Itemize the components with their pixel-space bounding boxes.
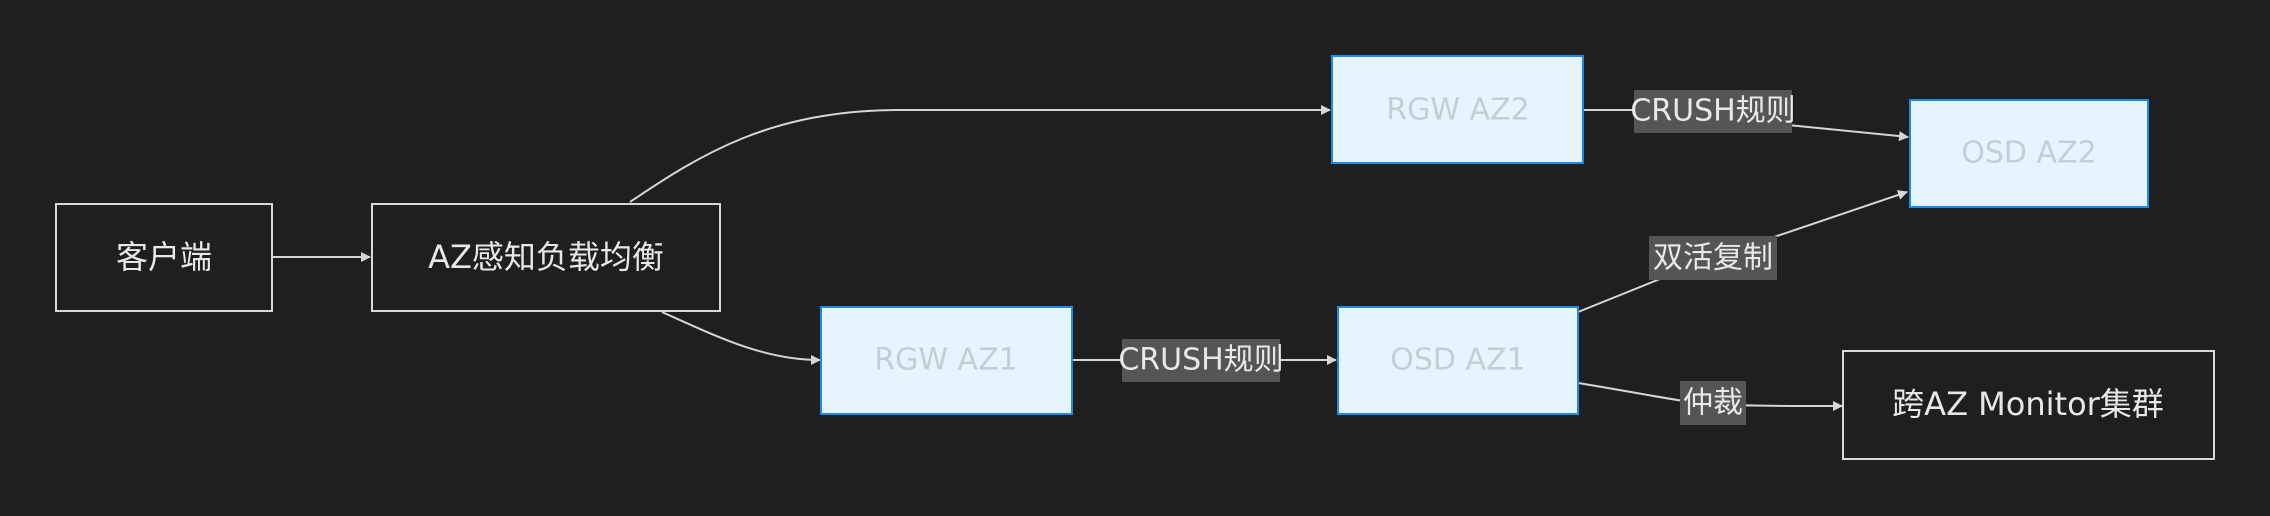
osd-az1-node: OSD AZ1 — [1337, 306, 1579, 415]
edge-label-arbitration: 仲裁 — [1680, 381, 1746, 425]
load-balancer-node-label: AZ感知负载均衡 — [428, 238, 664, 276]
client-node: 客户端 — [55, 203, 273, 312]
rgw-az2-node-label: RGW AZ2 — [1386, 93, 1529, 128]
edge-label-arbitration-text: 仲裁 — [1683, 386, 1743, 421]
load-balancer-node: AZ感知负载均衡 — [371, 203, 721, 312]
rgw-az2-node: RGW AZ2 — [1331, 55, 1584, 164]
edge-label-active-active-text: 双活复制 — [1653, 241, 1773, 276]
edge-lb-to-rgw-az2 — [629, 105, 1331, 203]
edge-label-crush-az1: CRUSH规则 — [1118, 339, 1284, 382]
edge-label-active-active: 双活复制 — [1649, 236, 1777, 280]
edge-label-crush-az2: CRUSH规则 — [1630, 90, 1796, 133]
edge-label-crush-az1-text: CRUSH规则 — [1118, 343, 1283, 378]
edge-label-crush-az2-text: CRUSH规则 — [1630, 94, 1795, 129]
osd-az1-node-label: OSD AZ1 — [1390, 343, 1525, 378]
monitor-cluster-node-label: 跨AZ Monitor集群 — [1892, 385, 2164, 423]
rgw-az1-node-label: RGW AZ1 — [874, 343, 1017, 378]
osd-az2-node: OSD AZ2 — [1909, 99, 2149, 208]
client-node-label: 客户端 — [116, 238, 212, 276]
rgw-az1-node: RGW AZ1 — [820, 306, 1073, 415]
edge-lb-to-rgw-az1 — [661, 311, 821, 365]
osd-az2-node-label: OSD AZ2 — [1961, 136, 2096, 171]
monitor-cluster-node: 跨AZ Monitor集群 — [1842, 350, 2215, 460]
